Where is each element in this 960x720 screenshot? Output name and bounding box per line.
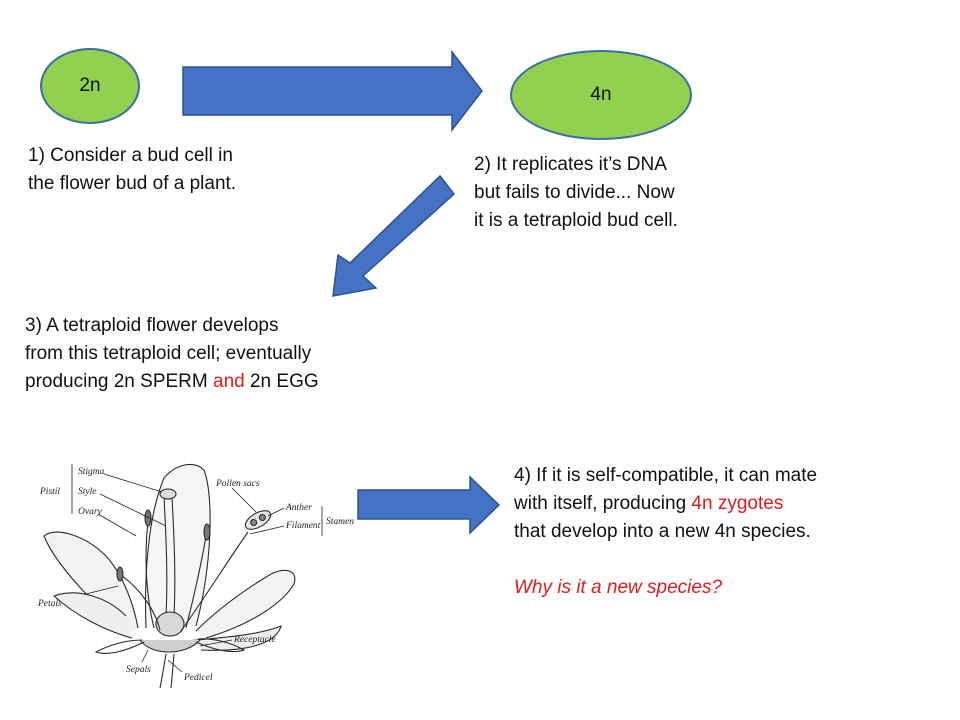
label-stamen: Stamen (326, 517, 354, 527)
filament-2 (185, 535, 207, 629)
pistil-style (163, 495, 168, 617)
label-petals: Petals (37, 599, 62, 609)
receptacle (139, 639, 201, 653)
step4-line3: that develop into a new 4n species. (514, 521, 811, 542)
step3-line1: 3) A tetraploid flower develops (25, 315, 279, 336)
petal-lower-left (52, 592, 133, 639)
step1-line2: the flower bud of a plant. (28, 173, 237, 194)
filament-4 (121, 575, 161, 631)
anther-1 (144, 509, 152, 527)
step2-line3: it is a tetraploid bud cell. (474, 210, 678, 231)
stigma (159, 488, 177, 500)
label-sepals: Sepals (126, 665, 151, 675)
step4-zygotes-highlight: 4n zygotes (691, 493, 784, 514)
tetraploid-cell: 4n (510, 50, 692, 140)
anther-2 (203, 523, 211, 541)
step4-question: Why is it a new species? (514, 577, 723, 598)
label-pollen-sacs: Pollen sacs (215, 479, 260, 489)
pedicel (159, 653, 167, 688)
arrow-diagonal (332, 174, 456, 297)
ovary (155, 611, 185, 637)
filament-1 (145, 521, 155, 629)
sepal-left (94, 639, 145, 654)
label-pistil: Pistil (39, 487, 60, 497)
tetraploid-cell-label: 4n (590, 84, 612, 105)
label-receptacle: Receptacle (233, 635, 276, 645)
pollen-sacs (244, 510, 272, 530)
arrow-right-bottom (357, 475, 501, 535)
anther-4 (116, 566, 124, 582)
step4-line1: 4) If it is self-compatible, it can mate (514, 465, 818, 486)
label-style: Style (78, 487, 96, 497)
flower-diagram: Pistil Stigma Style Ovary Petals Sepals … (37, 463, 354, 688)
arrow-right-top (182, 49, 483, 133)
filament-3 (180, 531, 249, 632)
step3-line3-part1: producing 2n SPERM (25, 371, 213, 392)
step3-and-highlight: and (213, 371, 245, 392)
pedicel-2 (170, 653, 175, 688)
step3-line2: from this tetraploid cell; eventually (25, 343, 312, 364)
step3-text: 3) A tetraploid flower develops from thi… (25, 312, 319, 396)
label-pedicel: Pedicel (183, 673, 213, 683)
step1-line1: 1) Consider a bud cell in (28, 145, 233, 166)
step1-text: 1) Consider a bud cell in the flower bud… (28, 142, 236, 198)
petal-right (195, 569, 296, 639)
flower-drawing (43, 463, 296, 688)
step4-line2: with itself, producing 4n zygotes (514, 490, 817, 518)
label-anther: Anther (285, 503, 312, 513)
label-ovary: Ovary (78, 507, 103, 517)
pistil-style-2 (171, 495, 176, 617)
diploid-cell-label: 2n (79, 75, 101, 96)
petal-back (144, 463, 211, 629)
flower-leader-lines (71, 464, 323, 673)
sepal-right (195, 638, 246, 653)
step2-text: 2) It replicates it’s DNA but fails to d… (474, 151, 678, 235)
step4-line2-part1: with itself, producing (514, 493, 692, 514)
label-filament: Filament (285, 521, 321, 531)
diploid-cell: 2n (40, 48, 140, 124)
step4-text: 4) If it is self-compatible, it can mate… (514, 462, 817, 602)
step3-line3: producing 2n SPERM and 2n EGG (25, 368, 319, 396)
step2-line2: but fails to divide... Now (474, 182, 675, 203)
label-stigma: Stigma (78, 467, 105, 477)
step3-line3-part3: 2n EGG (244, 371, 319, 392)
step2-line1: 2) It replicates it’s DNA (474, 154, 667, 175)
